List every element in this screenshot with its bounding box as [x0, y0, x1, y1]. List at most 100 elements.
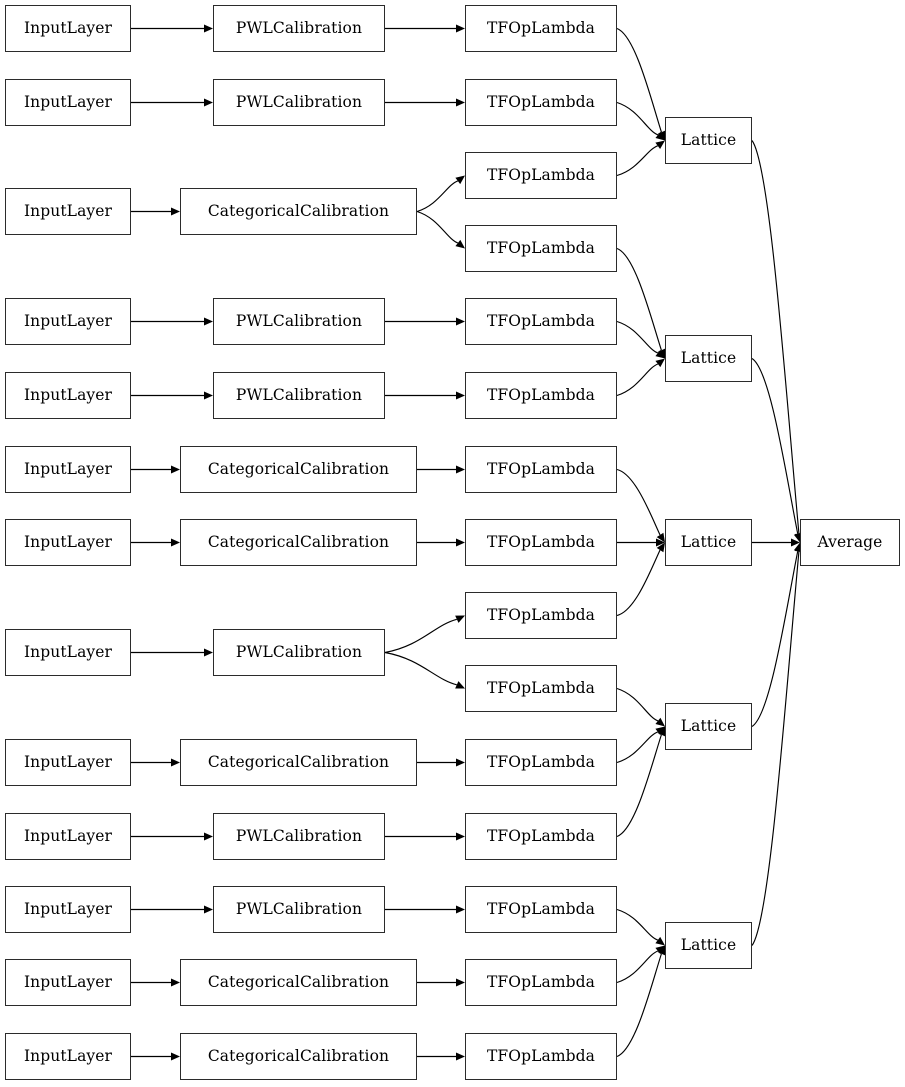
node-input-layer-in5[interactable]: InputLayer: [5, 372, 131, 419]
edge-cal8-to-lam10: [384, 651, 457, 686]
node-calibration-layer-cal13[interactable]: CategoricalCalibration: [180, 1033, 417, 1080]
node-tf-op-lambda-layer-lam10[interactable]: TFOpLambda: [465, 665, 617, 712]
node-label: PWLCalibration: [235, 642, 363, 661]
node-lattice-layer-lat3[interactable]: Lattice: [665, 519, 752, 566]
node-calibration-layer-cal11[interactable]: PWLCalibration: [213, 886, 385, 933]
edge-lat5-to-avg: [751, 551, 800, 946]
arrowhead-cal6-to-lam7: [456, 465, 465, 474]
node-tf-op-lambda-layer-lam14[interactable]: TFOpLambda: [465, 959, 617, 1006]
node-input-layer-in7[interactable]: InputLayer: [5, 519, 131, 566]
arrowhead-in3-to-cal3: [171, 207, 180, 216]
edge-lam9-to-lat3: [616, 549, 661, 617]
arrowhead-cal8-to-lam9: [455, 615, 465, 623]
node-label: Average: [817, 532, 883, 551]
node-label: Lattice: [680, 348, 737, 367]
node-label: TFOpLambda: [486, 385, 596, 404]
node-calibration-layer-cal5[interactable]: PWLCalibration: [213, 372, 385, 419]
node-calibration-layer-cal8[interactable]: PWLCalibration: [213, 629, 385, 676]
edge-lam10-to-lat4: [616, 687, 659, 722]
node-tf-op-lambda-layer-lam11[interactable]: TFOpLambda: [465, 739, 617, 786]
node-label: TFOpLambda: [486, 92, 596, 111]
node-tf-op-lambda-layer-lam7[interactable]: TFOpLambda: [465, 446, 617, 493]
arrowhead-lam12-to-lat4: [657, 726, 666, 737]
node-label: InputLayer: [23, 311, 113, 330]
node-tf-op-lambda-layer-lam2[interactable]: TFOpLambda: [465, 79, 617, 126]
node-input-layer-in13[interactable]: InputLayer: [5, 1033, 131, 1080]
node-label: PWLCalibration: [235, 311, 363, 330]
arrowhead-in11-to-cal11: [204, 905, 213, 914]
edge-lat1-to-avg: [751, 140, 800, 534]
node-input-layer-in8[interactable]: InputLayer: [5, 629, 131, 676]
node-label: InputLayer: [23, 532, 113, 551]
arrowhead-in6-to-cal6: [171, 465, 180, 474]
node-input-layer-in3[interactable]: InputLayer: [5, 188, 131, 235]
node-label: CategoricalCalibration: [207, 532, 390, 551]
arrowhead-lam9-to-lat3: [656, 542, 665, 553]
node-label: InputLayer: [23, 18, 113, 37]
node-calibration-layer-cal4[interactable]: PWLCalibration: [213, 298, 385, 345]
node-label: Lattice: [680, 130, 737, 149]
node-label: InputLayer: [23, 459, 113, 478]
edge-lat4-to-avg: [751, 551, 799, 727]
arrowhead-lam6-to-lat2: [655, 358, 665, 368]
node-lattice-layer-lat2[interactable]: Lattice: [665, 335, 752, 382]
node-label: InputLayer: [23, 385, 113, 404]
node-input-layer-in9[interactable]: InputLayer: [5, 739, 131, 786]
arrowhead-lam13-to-lat5: [655, 936, 665, 946]
node-lattice-layer-lat1[interactable]: Lattice: [665, 117, 752, 164]
node-tf-op-lambda-layer-lam9[interactable]: TFOpLambda: [465, 592, 617, 639]
node-tf-op-lambda-layer-lam3[interactable]: TFOpLambda: [465, 152, 617, 199]
node-input-layer-in10[interactable]: InputLayer: [5, 813, 131, 860]
arrowhead-lat3-to-avg: [791, 538, 800, 547]
node-input-layer-in11[interactable]: InputLayer: [5, 886, 131, 933]
node-label: TFOpLambda: [486, 18, 596, 37]
node-label: CategoricalCalibration: [207, 459, 390, 478]
edge-lam3-to-lat1: [616, 145, 658, 177]
node-input-layer-in1[interactable]: InputLayer: [5, 5, 131, 52]
node-tf-op-lambda-layer-lam13[interactable]: TFOpLambda: [465, 886, 617, 933]
node-tf-op-lambda-layer-lam8[interactable]: TFOpLambda: [465, 519, 617, 566]
arrowhead-in4-to-cal4: [204, 317, 213, 326]
node-label: InputLayer: [23, 752, 113, 771]
arrowhead-in5-to-cal5: [204, 391, 213, 400]
node-input-layer-in4[interactable]: InputLayer: [5, 298, 131, 345]
node-tf-op-lambda-layer-lam6[interactable]: TFOpLambda: [465, 372, 617, 419]
arrowhead-cal8-to-lam10: [455, 681, 465, 689]
node-input-layer-in2[interactable]: InputLayer: [5, 79, 131, 126]
arrowhead-lam3-to-lat1: [655, 140, 665, 150]
node-calibration-layer-cal3[interactable]: CategoricalCalibration: [180, 188, 417, 235]
node-tf-op-lambda-layer-lam5[interactable]: TFOpLambda: [465, 298, 617, 345]
node-average-layer-avg[interactable]: Average: [800, 519, 900, 566]
node-lattice-layer-lat4[interactable]: Lattice: [665, 703, 752, 750]
node-calibration-layer-cal2[interactable]: PWLCalibration: [213, 79, 385, 126]
node-label: InputLayer: [23, 201, 113, 220]
node-input-layer-in12[interactable]: InputLayer: [5, 959, 131, 1006]
node-calibration-layer-cal12[interactable]: CategoricalCalibration: [180, 959, 417, 1006]
arrowhead-in9-to-cal9: [171, 758, 180, 767]
node-label: InputLayer: [23, 92, 113, 111]
node-calibration-layer-cal10[interactable]: PWLCalibration: [213, 813, 385, 860]
arrowhead-lam4-to-lat2: [657, 348, 666, 359]
node-tf-op-lambda-layer-lam4[interactable]: TFOpLambda: [465, 225, 617, 272]
node-calibration-layer-cal6[interactable]: CategoricalCalibration: [180, 446, 417, 493]
node-tf-op-lambda-layer-lam12[interactable]: TFOpLambda: [465, 813, 617, 860]
node-calibration-layer-cal1[interactable]: PWLCalibration: [213, 5, 385, 52]
node-label: TFOpLambda: [486, 752, 596, 771]
arrowhead-cal3-to-lam4: [455, 239, 465, 249]
arrowhead-lam8-to-lat3: [656, 538, 665, 547]
node-label: TFOpLambda: [486, 165, 596, 184]
node-calibration-layer-cal7[interactable]: CategoricalCalibration: [180, 519, 417, 566]
node-label: Lattice: [680, 716, 737, 735]
node-tf-op-lambda-layer-lam15[interactable]: TFOpLambda: [465, 1033, 617, 1080]
edge-lam14-to-lat5: [616, 950, 659, 984]
node-input-layer-in6[interactable]: InputLayer: [5, 446, 131, 493]
node-label: TFOpLambda: [486, 532, 596, 551]
node-calibration-layer-cal9[interactable]: CategoricalCalibration: [180, 739, 417, 786]
node-label: Lattice: [680, 935, 737, 954]
node-label: TFOpLambda: [486, 1046, 596, 1065]
node-tf-op-lambda-layer-lam1[interactable]: TFOpLambda: [465, 5, 617, 52]
edge-lam1-to-lat1: [616, 27, 663, 133]
arrowhead-lam7-to-lat3: [656, 532, 665, 543]
node-lattice-layer-lat5[interactable]: Lattice: [665, 922, 752, 969]
edge-lam15-to-lat5: [616, 953, 662, 1058]
